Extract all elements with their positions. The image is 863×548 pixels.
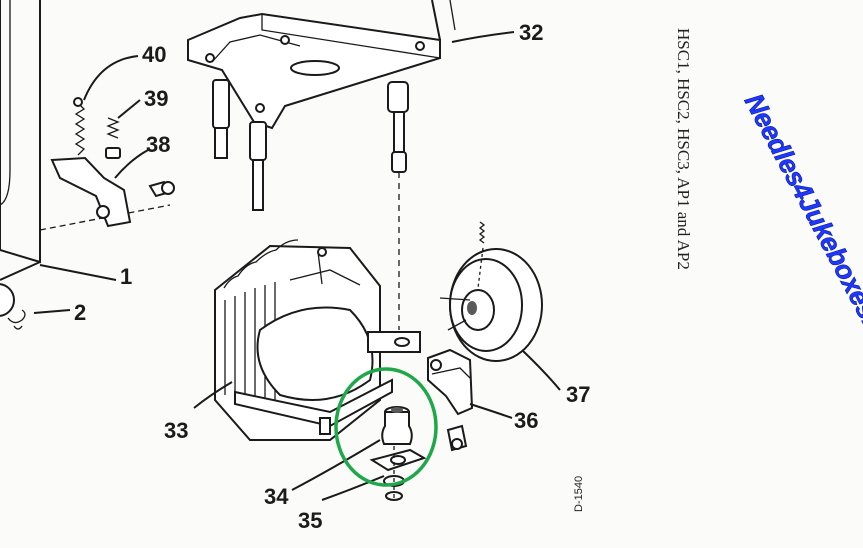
label-34: 34 [264, 484, 289, 509]
label-37: 37 [566, 382, 590, 407]
side-bracket [427, 348, 474, 452]
pulley-wheel [439, 221, 543, 362]
grommet-washer [369, 406, 427, 501]
spring-link-assembly [50, 97, 175, 228]
label-32: 32 [519, 20, 543, 45]
label-33: 33 [164, 418, 188, 443]
grommet-part [0, 283, 15, 317]
label-1: 1 [120, 264, 132, 289]
label-2: 2 [74, 300, 86, 325]
label-40: 40 [142, 42, 166, 67]
part-labels: 32 40 39 38 1 2 33 34 35 36 37 [74, 20, 590, 533]
cabinet-wall [0, 0, 171, 330]
motor-assembly [214, 239, 421, 441]
leader-lines [33, 31, 561, 501]
drawing-code: D-1540 [573, 476, 585, 512]
highlight-circle [334, 367, 438, 487]
watermark-logo: Needles4Jukeboxes.com [739, 89, 863, 377]
label-38: 38 [146, 132, 170, 157]
label-39: 39 [144, 86, 168, 111]
label-36: 36 [514, 408, 538, 433]
label-35: 35 [298, 508, 322, 533]
models-caption: HSC1, HSC2, HSC3, AP1 and AP2 [674, 28, 693, 270]
mounting-bracket [187, 0, 456, 330]
